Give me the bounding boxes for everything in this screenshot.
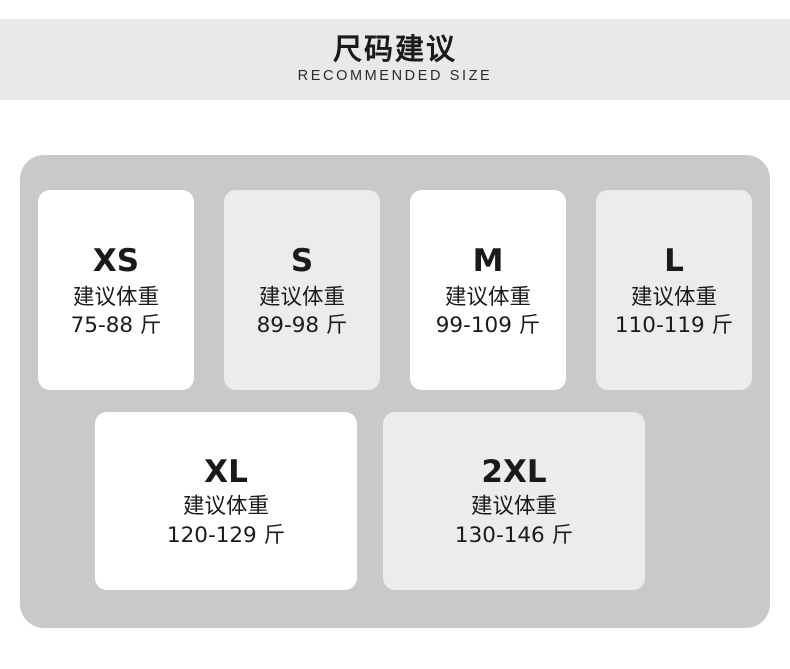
size-card-title: XS	[92, 243, 140, 280]
size-card-weight-range: 89-98 斤	[256, 313, 348, 339]
size-card-weight-range: 110-119 斤	[614, 313, 734, 339]
size-card-row-top: XS 建议体重 75-88 斤 S 建议体重 89-98 斤 M 建议体重 99…	[38, 190, 752, 390]
size-card-weight-label: 建议体重	[470, 494, 557, 520]
size-card-s[interactable]: S 建议体重 89-98 斤	[224, 190, 380, 390]
size-card-title: M	[472, 243, 504, 280]
size-card-xs[interactable]: XS 建议体重 75-88 斤	[38, 190, 194, 390]
size-card-weight-label: 建议体重	[630, 284, 717, 310]
size-card-row-bottom: XL 建议体重 120-129 斤 2XL 建议体重 130-146 斤	[95, 412, 645, 590]
size-card-weight-label: 建议体重	[444, 284, 531, 310]
size-card-title: XL	[204, 453, 248, 490]
size-card-2xl[interactable]: 2XL 建议体重 130-146 斤	[383, 412, 645, 590]
size-card-weight-label: 建议体重	[258, 284, 345, 310]
size-card-l[interactable]: L 建议体重 110-119 斤	[596, 190, 752, 390]
size-card-weight-range: 99-109 斤	[435, 313, 541, 339]
size-card-weight-label: 建议体重	[182, 494, 269, 520]
size-card-m[interactable]: M 建议体重 99-109 斤	[410, 190, 566, 390]
size-card-weight-range: 120-129 斤	[166, 522, 286, 548]
page-subtitle: RECOMMENDED SIZE	[297, 68, 493, 85]
size-card-title: L	[664, 243, 684, 280]
header-banner: 尺码建议 RECOMMENDED SIZE	[0, 19, 790, 100]
size-card-xl[interactable]: XL 建议体重 120-129 斤	[95, 412, 357, 590]
size-chart-panel: XS 建议体重 75-88 斤 S 建议体重 89-98 斤 M 建议体重 99…	[20, 155, 770, 628]
size-card-title: S	[290, 243, 314, 280]
size-card-weight-label: 建议体重	[72, 284, 159, 310]
page-title: 尺码建议	[332, 31, 457, 66]
size-card-title: 2XL	[481, 453, 547, 490]
size-card-weight-range: 75-88 斤	[70, 313, 162, 339]
size-card-weight-range: 130-146 斤	[454, 522, 574, 548]
